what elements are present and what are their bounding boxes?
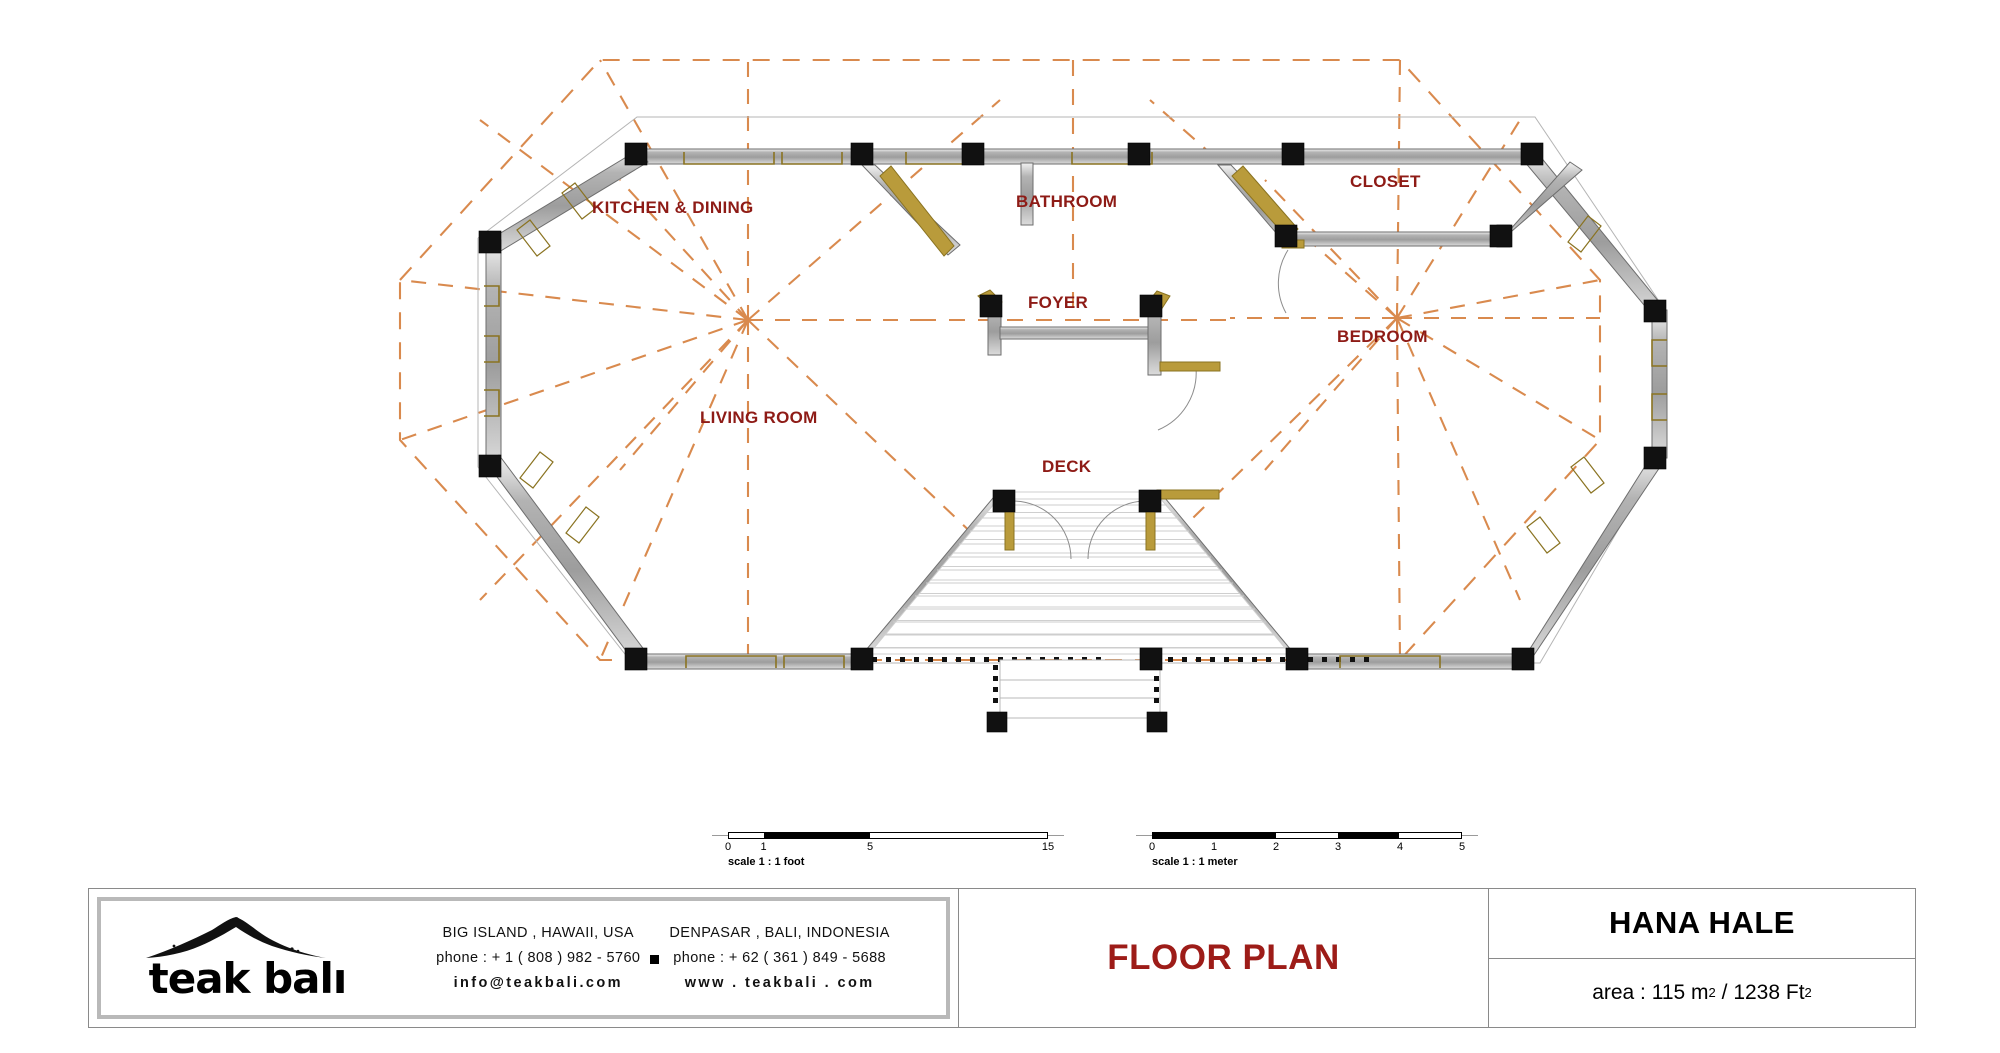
office-hawaii-country: , USA	[594, 925, 634, 941]
door-leaves	[879, 165, 1305, 551]
title-block-company-cell: teak balı BIG ISLAND , HAWAII, USA phone…	[89, 889, 959, 1027]
structural-posts	[478, 142, 1667, 733]
scale-tick-meter-0: 0	[1148, 841, 1156, 853]
scale-tick-meter-5: 5	[1458, 841, 1466, 853]
office-hawaii-city: BIG ISLAND ,	[442, 925, 537, 941]
window-openings	[484, 152, 1667, 668]
title-block-sheet-cell: FLOOR PLAN	[959, 889, 1489, 1027]
scale-tick-foot-1: 1	[760, 841, 767, 853]
area-imperial-exponent: 2	[1804, 985, 1812, 1001]
contact-info: BIG ISLAND , HAWAII, USA phone : + 1 ( 8…	[380, 925, 946, 991]
scale-caption-foot: scale 1 : 1 foot	[728, 856, 805, 868]
office-hawaii: BIG ISLAND , HAWAII, USA phone : + 1 ( 8…	[436, 925, 640, 991]
area-metric-exponent: 2	[1708, 985, 1716, 1001]
floor-plan-drawing: KITCHEN & DINING BATHROOM CLOSET FOYER B…	[398, 58, 1668, 733]
office-bali-location: DENPASAR , BALI, INDONESIA	[669, 925, 889, 941]
office-bali: DENPASAR , BALI, INDONESIA phone : + 62 …	[669, 925, 889, 991]
room-label-closet: CLOSET	[1350, 172, 1421, 191]
project-name: HANA HALE	[1489, 889, 1915, 959]
room-label-kitchen-dining: KITCHEN & DINING	[592, 198, 754, 217]
scale-tick-foot-0: 0	[724, 841, 732, 853]
office-bali-website[interactable]: www . teakbali . com	[684, 975, 875, 991]
office-bali-country: , INDONESIA	[797, 925, 890, 941]
room-label-living-room: LIVING ROOM	[700, 408, 818, 427]
teak-bali-logo: teak balı	[101, 916, 380, 1000]
scale-tick-meter-2: 2	[1272, 841, 1280, 853]
room-label-foyer: FOYER	[1028, 293, 1089, 312]
roof-overhang-lines	[398, 58, 1602, 662]
scale-tick-meter-4: 4	[1396, 841, 1404, 853]
scale-tick-meter-1: 1	[1210, 841, 1218, 853]
title-block: teak balı BIG ISLAND , HAWAII, USA phone…	[88, 888, 1916, 1028]
office-bali-city: DENPASAR ,	[669, 925, 761, 941]
logo-frame: teak balı BIG ISLAND , HAWAII, USA phone…	[97, 897, 950, 1019]
room-label-bathroom: BATHROOM	[1016, 192, 1118, 211]
office-hawaii-location: BIG ISLAND , HAWAII, USA	[443, 925, 634, 941]
scale-bars: 0 1 5 15 scale 1 : 1 foot 0 1 2 3 4 5 sc…	[0, 820, 2000, 890]
office-bali-province: BALI	[764, 925, 798, 941]
door-swings	[1012, 249, 1289, 560]
scale-bar-foot: 0 1 5 15 scale 1 : 1 foot	[712, 832, 1064, 868]
logo-wordmark: teak balı	[148, 954, 348, 1003]
area-imperial-value: 1238 Ft	[1733, 980, 1805, 1004]
area-label: area :	[1592, 980, 1646, 1004]
office-hawaii-phone: phone : + 1 ( 808 ) 982 - 5760	[436, 950, 641, 966]
room-label-deck: DECK	[1042, 457, 1092, 476]
area-separator: /	[1721, 980, 1728, 1004]
scale-tick-meter-3: 3	[1334, 841, 1342, 853]
room-label-bedroom: BEDROOM	[1337, 327, 1428, 346]
scale-bar-meter: 0 1 2 3 4 5 scale 1 : 1 meter	[1136, 832, 1478, 868]
mountain-brush-icon	[146, 917, 326, 958]
area-metric-value: 115 m	[1651, 980, 1709, 1004]
office-hawaii-email[interactable]: info@teakbali.com	[453, 975, 623, 991]
scale-bar-foot-rule	[728, 832, 1048, 839]
scale-bar-meter-rule	[1152, 832, 1462, 839]
square-bullet-icon	[650, 954, 660, 964]
office-bali-phone: phone : + 62 ( 361 ) 849 - 5688	[673, 950, 886, 966]
floor-plan-svg	[398, 58, 1668, 733]
entry-stair	[993, 659, 1161, 719]
scale-caption-meter: scale 1 : 1 meter	[1152, 856, 1238, 868]
deck-surface	[867, 491, 1292, 655]
scale-tick-foot-5: 5	[867, 841, 874, 853]
office-hawaii-state: HAWAII	[541, 925, 595, 941]
scale-tick-foot-15: 15	[1041, 841, 1055, 853]
sheet-title: FLOOR PLAN	[1107, 938, 1340, 977]
